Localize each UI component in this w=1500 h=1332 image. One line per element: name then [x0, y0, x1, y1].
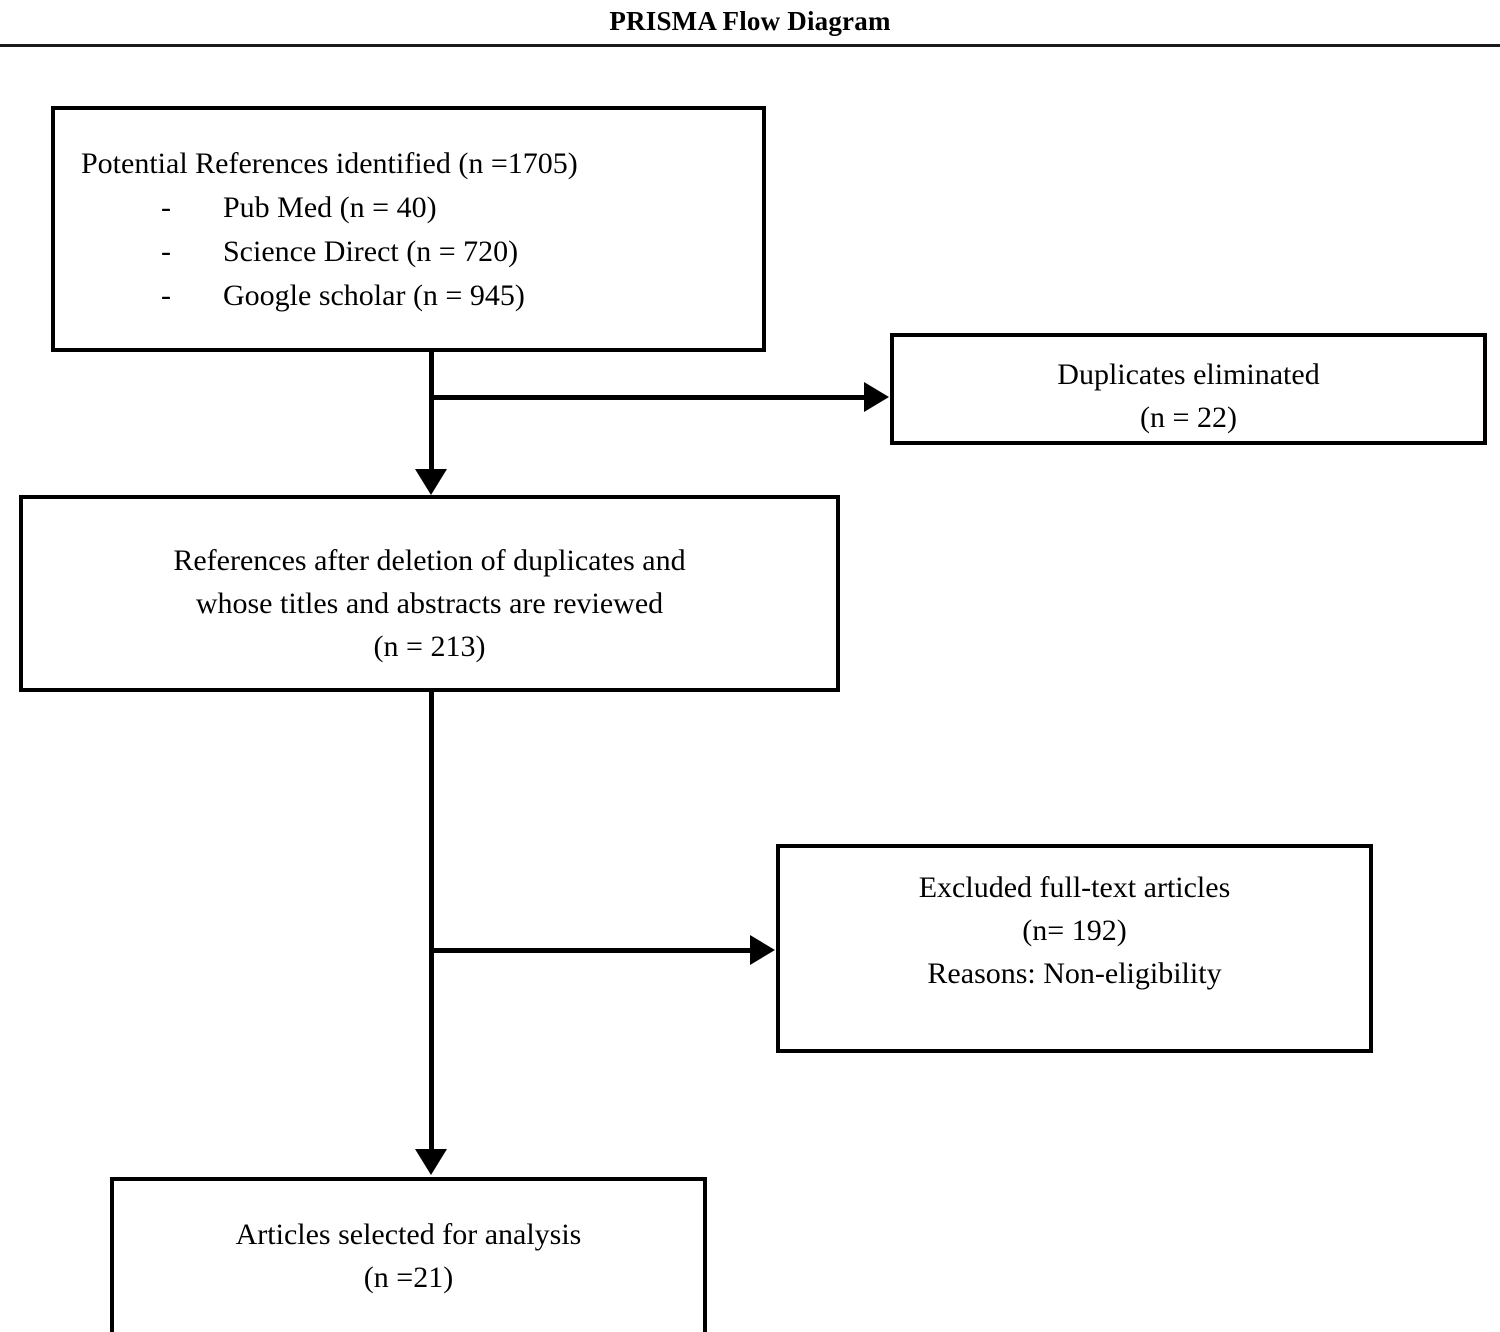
- connector-screened-to-included: [429, 692, 434, 1150]
- connector-screened-to-excluded: [431, 948, 751, 953]
- connector-identification-to-duplicates: [431, 395, 865, 400]
- screened-label-line2: whose titles and abstracts are reviewed: [195, 587, 664, 620]
- source-label-science-direct: Science Direct (n = 720): [223, 235, 519, 268]
- duplicates-count: (n = 22): [1140, 401, 1237, 434]
- arrowhead-down-icon: [415, 469, 447, 495]
- title-divider: [0, 44, 1500, 47]
- arrowhead-right-icon: [750, 935, 775, 965]
- dash-bullet-icon: -: [161, 279, 171, 312]
- source-item-pubmed: - Pub Med (n = 40): [81, 186, 754, 230]
- node-excluded-box: Excluded full-text articles (n= 192) Rea…: [776, 844, 1373, 1053]
- source-label-pubmed: Pub Med (n = 40): [223, 191, 437, 224]
- page-title: PRISMA Flow Diagram: [609, 6, 891, 36]
- duplicates-label: Duplicates eliminated: [1057, 358, 1320, 391]
- excluded-count: (n= 192): [1022, 914, 1127, 947]
- source-item-google-scholar: - Google scholar (n = 945): [81, 274, 754, 318]
- dash-bullet-icon: -: [161, 235, 171, 268]
- node-included-box: Articles selected for analysis (n =21): [110, 1177, 707, 1332]
- arrowhead-down-icon: [415, 1149, 447, 1175]
- source-label-google-scholar: Google scholar (n = 945): [223, 279, 525, 312]
- arrowhead-right-icon: [864, 382, 889, 412]
- included-label: Articles selected for analysis: [235, 1218, 582, 1251]
- screened-count: (n = 213): [373, 630, 486, 663]
- excluded-label: Excluded full-text articles: [918, 871, 1231, 904]
- identification-label: Potential References identified (n =1705…: [81, 147, 578, 180]
- node-identification-box: Potential References identified (n =1705…: [51, 106, 766, 352]
- node-duplicates-box: Duplicates eliminated (n = 22): [890, 333, 1487, 445]
- excluded-reasons: Reasons: Non-eligibility: [927, 957, 1222, 990]
- connector-identification-to-screened: [429, 352, 434, 472]
- source-item-science-direct: - Science Direct (n = 720): [81, 230, 754, 274]
- included-count: (n =21): [363, 1261, 454, 1294]
- screened-label-line1: References after deletion of duplicates …: [173, 544, 686, 577]
- node-screened-box: References after deletion of duplicates …: [19, 495, 840, 692]
- dash-bullet-icon: -: [161, 191, 171, 224]
